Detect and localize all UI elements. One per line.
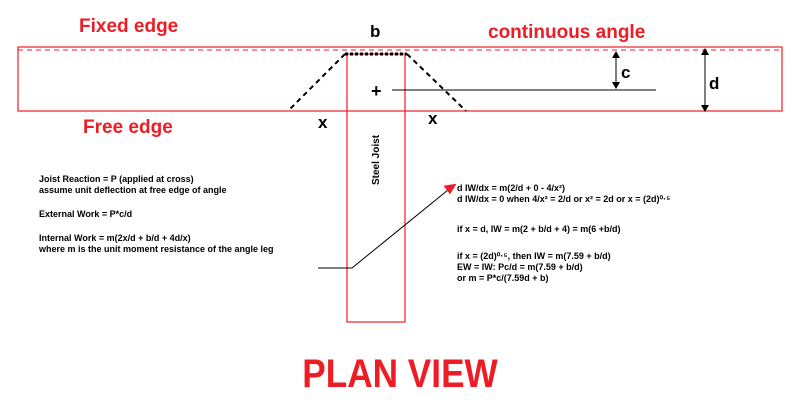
internal-work-text: Internal Work = m(2x/d + b/d + 4d/x) (39, 233, 191, 243)
derivative-text: d IW/dx = m(2/d + 0 - 4/x²) (457, 183, 566, 193)
if-x-equals-d-text: if x = d, IW = m(2 + b/d + 4) = m(6 +b/d… (457, 224, 621, 234)
if-x-root-2d-text: if x = (2d)⁰·⁵, then IW = m(7.59 + b/d) (457, 251, 611, 261)
continuous-angle-label: continuous angle (488, 22, 645, 43)
fixed-edge-label: Fixed edge (79, 16, 178, 37)
dim-c-arrow-bottom (612, 82, 620, 89)
yield-line-right (406, 53, 467, 112)
load-point-plus: + (371, 81, 382, 101)
external-work-text: External Work = P*c/d (39, 209, 133, 219)
assume-deflection-text: assume unit deflection at free edge of a… (39, 185, 227, 195)
b-label: b (370, 22, 380, 41)
x-right-label: x (428, 109, 438, 128)
dim-c-arrow-top (612, 51, 620, 58)
dim-d-arrow-top (701, 48, 709, 55)
notes-left: Joist Reaction = P (applied at cross) as… (39, 174, 274, 255)
joist-reaction-text: Joist Reaction = P (applied at cross) (39, 174, 194, 184)
leader-line (318, 189, 449, 269)
steel-joist-label: Steel Joist (371, 134, 382, 185)
x-left-label: x (318, 113, 328, 132)
angle-strip (17, 46, 783, 112)
free-edge-label: Free edge (83, 117, 173, 138)
yield-line-left (287, 53, 346, 112)
dim-d-arrow-bottom (701, 105, 709, 112)
c-label: c (621, 63, 630, 82)
derivative-zero-text: d IW/dx = 0 when 4/x² = 2/d or x² = 2d o… (457, 194, 671, 204)
where-m-text: where m is the unit moment resistance of… (39, 244, 274, 254)
plan-view-title: PLAN VIEW (302, 352, 498, 396)
or-m-text: or m = P*c/(7.59d + b) (457, 273, 549, 283)
leader-arrowhead (443, 183, 457, 195)
ew-iw-text: EW = IW: Pc/d = m(7.59 + b/d) (457, 262, 583, 272)
notes-right: d IW/dx = m(2/d + 0 - 4/x²) d IW/dx = 0 … (457, 183, 670, 284)
d-label: d (709, 74, 719, 93)
